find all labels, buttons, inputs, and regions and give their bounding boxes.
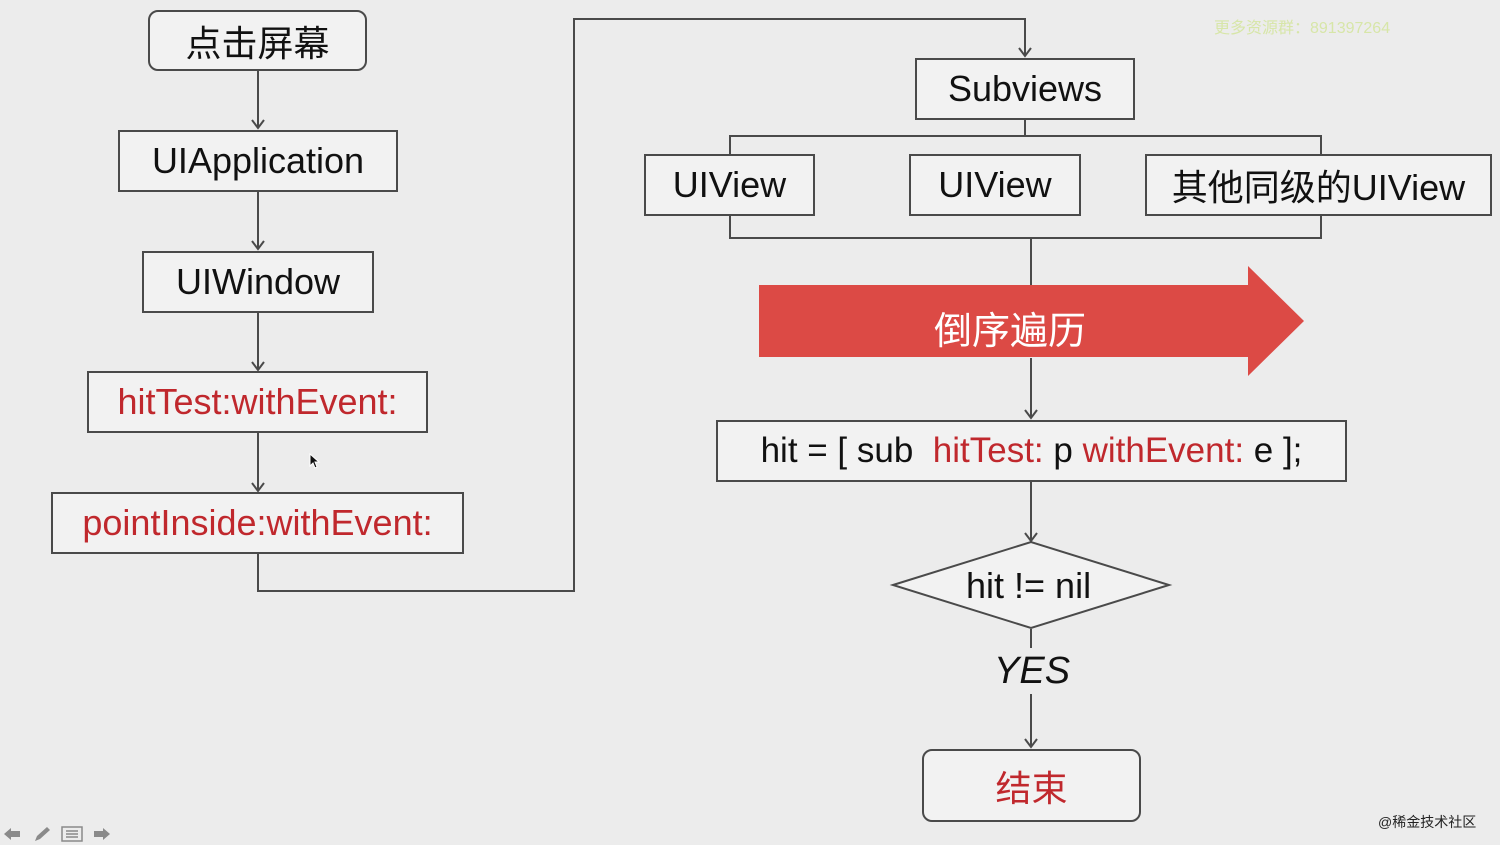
mouse-cursor-icon [309,453,321,469]
subviews-bracket-bottom [729,216,1322,239]
bottom-watermark: @稀金技术社区 [1378,814,1477,830]
hit-test-call-node: hit = [ sub hitTest: p withEvent: e ]; [716,420,1347,482]
connector-pointinside-to-subviews [257,18,1032,592]
subviews-label: Subviews [947,68,1103,109]
top-watermark: 更多资源群：891397264 [1214,20,1391,37]
hit-test-label: hitTest:withEvent: [117,381,398,422]
presentation-toolbar [0,822,114,845]
tap-screen-label: 点击屏幕 [185,22,330,64]
arrow-right-icon[interactable] [90,824,114,844]
code-hittest-keyword: hitTest: [932,431,1044,470]
condition-diamond [889,540,1173,630]
ui-application-label: UIApplication [151,140,365,181]
end-node: 结束 [922,749,1141,822]
code-part-2: p [1043,431,1083,470]
condition-label: hit != nil [966,565,1092,606]
code-part-1: hit = [ sub [760,431,933,470]
reverse-traversal-arrow [759,266,1304,376]
uiview-label-2: UIView [938,164,1052,205]
menu-icon[interactable] [60,824,84,844]
ui-window-label: UIWindow [175,261,341,302]
reverse-traversal-label: 倒序遍历 [933,311,1086,353]
point-inside-label: pointInside:withEvent: [82,502,433,543]
point-inside-node: pointInside:withEvent: [51,492,464,554]
code-part-3: e ]; [1244,431,1303,470]
arrow-left-icon[interactable] [0,824,24,844]
end-label: 结束 [995,767,1068,809]
sibling-uiview-node: 其他同级的UIView [1145,154,1492,216]
pen-icon[interactable] [30,824,54,844]
uiview-node-2: UIView [909,154,1081,216]
ui-application-node: UIApplication [118,130,398,192]
tap-screen-node: 点击屏幕 [148,10,367,71]
subviews-bracket-top [729,135,1322,154]
ui-window-node: UIWindow [142,251,374,313]
code-withevent-keyword: withEvent: [1082,431,1245,470]
uiview-label-1: UIView [672,164,787,205]
sibling-uiview-label: 其他同级的UIView [1171,167,1466,208]
uiview-node-1: UIView [644,154,815,216]
yes-label: YES [994,650,1071,692]
hit-test-node: hitTest:withEvent: [87,371,428,433]
subviews-node: Subviews [915,58,1135,120]
